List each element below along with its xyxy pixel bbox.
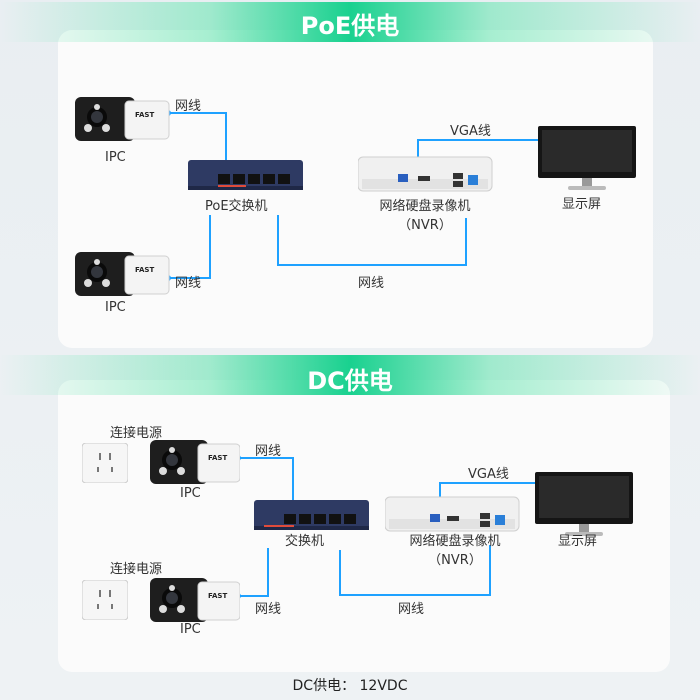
poe-cable-label-1: 网线 — [175, 99, 202, 114]
poe-cable-label-3: 网线 — [358, 276, 385, 291]
poe-switch-label: PoE交换机 — [205, 199, 268, 214]
power-outlet-icon — [82, 580, 128, 620]
dc-monitor-label: 显示屏 — [558, 534, 598, 549]
nvr-icon — [385, 496, 520, 532]
footer-power-spec: DC供电： 12VDC — [292, 678, 408, 694]
poe-ipc2-label: IPC — [105, 300, 126, 315]
poe-wire-ipc2 — [168, 215, 211, 279]
ipc-camera-icon: FAST — [75, 97, 170, 141]
dc-title-band — [0, 355, 700, 395]
svg-text:FAST: FAST — [135, 111, 154, 119]
poe-nvr-label-line1: 网络硬盘录像机 — [379, 199, 471, 214]
dc-power-label-1: 连接电源 — [110, 426, 163, 441]
poe-nvr-label: 网络硬盘录像机 （NVR） — [350, 195, 500, 233]
ipc-camera-icon: FAST — [150, 440, 240, 484]
monitor-icon — [535, 472, 633, 536]
poe-monitor-label: 显示屏 — [562, 197, 602, 212]
dc-cable-label-2: 网线 — [255, 602, 282, 617]
dc-wire-ipc1 — [238, 457, 294, 505]
dc-cable-label-3: 网线 — [398, 602, 425, 617]
poe-nvr-label-line2: （NVR） — [398, 218, 452, 233]
dc-nvr-label: 网络硬盘录像机 （NVR） — [380, 530, 530, 568]
dc-wire-ipc2 — [238, 548, 269, 597]
svg-text:FAST: FAST — [208, 592, 227, 600]
dc-wire-switch-nvr — [339, 545, 491, 596]
dc-power-label-2: 连接电源 — [110, 562, 163, 577]
dc-cable-label-1: 网线 — [255, 444, 282, 459]
poe-cable-label-2: 网线 — [175, 276, 202, 291]
dc-switch-label: 交换机 — [285, 534, 325, 549]
poe-panel — [58, 30, 653, 348]
dc-ipc1-label: IPC — [180, 486, 201, 501]
power-outlet-icon — [82, 443, 128, 483]
switch-icon — [254, 500, 369, 530]
poe-vga-label: VGA线 — [450, 124, 491, 139]
ipc-camera-icon: FAST — [150, 578, 240, 622]
poe-ipc1-label: IPC — [105, 150, 126, 165]
poe-wire-switch-nvr — [277, 215, 467, 266]
poe-title: PoE供电 — [300, 12, 400, 40]
dc-title: DC供电 — [307, 367, 393, 395]
ipc-camera-icon: FAST — [75, 252, 170, 296]
dc-vga-label: VGA线 — [468, 467, 509, 482]
svg-text:FAST: FAST — [135, 266, 154, 274]
poe-wire-ipc1 — [168, 112, 227, 165]
poe-switch-icon — [188, 160, 303, 190]
monitor-icon — [538, 126, 636, 190]
nvr-icon — [358, 156, 493, 192]
dc-nvr-label-line2: （NVR） — [428, 553, 482, 568]
dc-ipc2-label: IPC — [180, 622, 201, 637]
svg-text:FAST: FAST — [208, 454, 227, 462]
poe-title-band — [0, 2, 700, 42]
dc-nvr-label-line1: 网络硬盘录像机 — [409, 534, 501, 549]
